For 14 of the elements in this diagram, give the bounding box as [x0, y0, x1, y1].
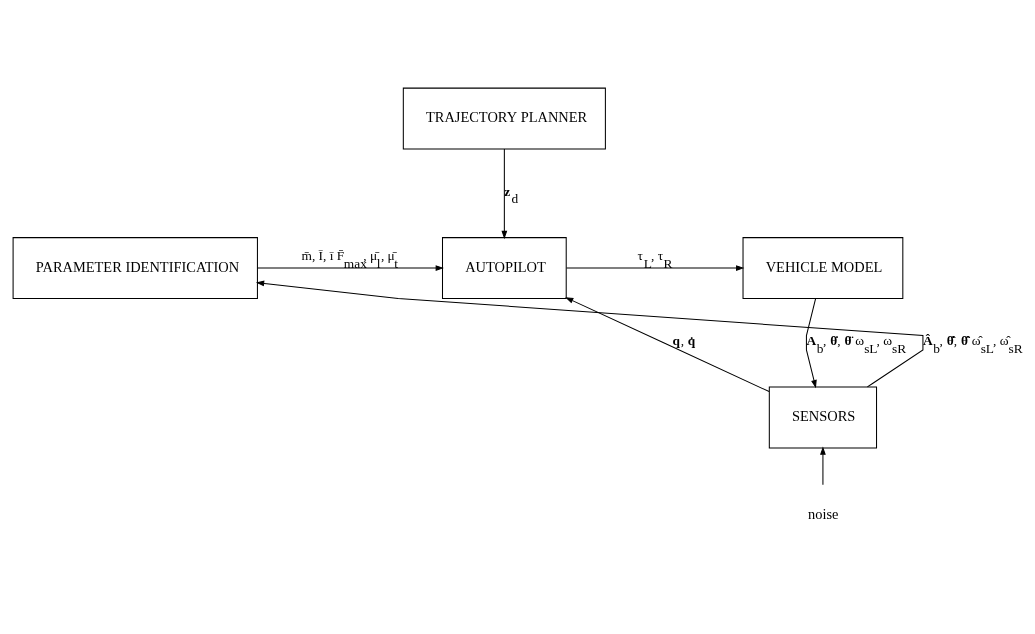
edge-label: q, q̇	[672, 333, 696, 349]
node-box: VEHICLE MODEL	[742, 237, 904, 299]
arrow	[566, 265, 745, 271]
arrow	[805, 298, 817, 389]
node-box: AUTOPILOT	[442, 237, 567, 299]
arrow	[257, 265, 444, 271]
arrow	[255, 280, 924, 388]
node-box: TRAJECTORY PLANNER	[402, 87, 606, 150]
node-box: PARAMETER IDENTIFICATION	[12, 237, 258, 299]
arrow	[501, 148, 508, 240]
arrow	[565, 297, 770, 393]
node-text: noise	[807, 506, 839, 523]
node-box: SENSORS	[768, 386, 878, 449]
arrow	[820, 446, 826, 486]
